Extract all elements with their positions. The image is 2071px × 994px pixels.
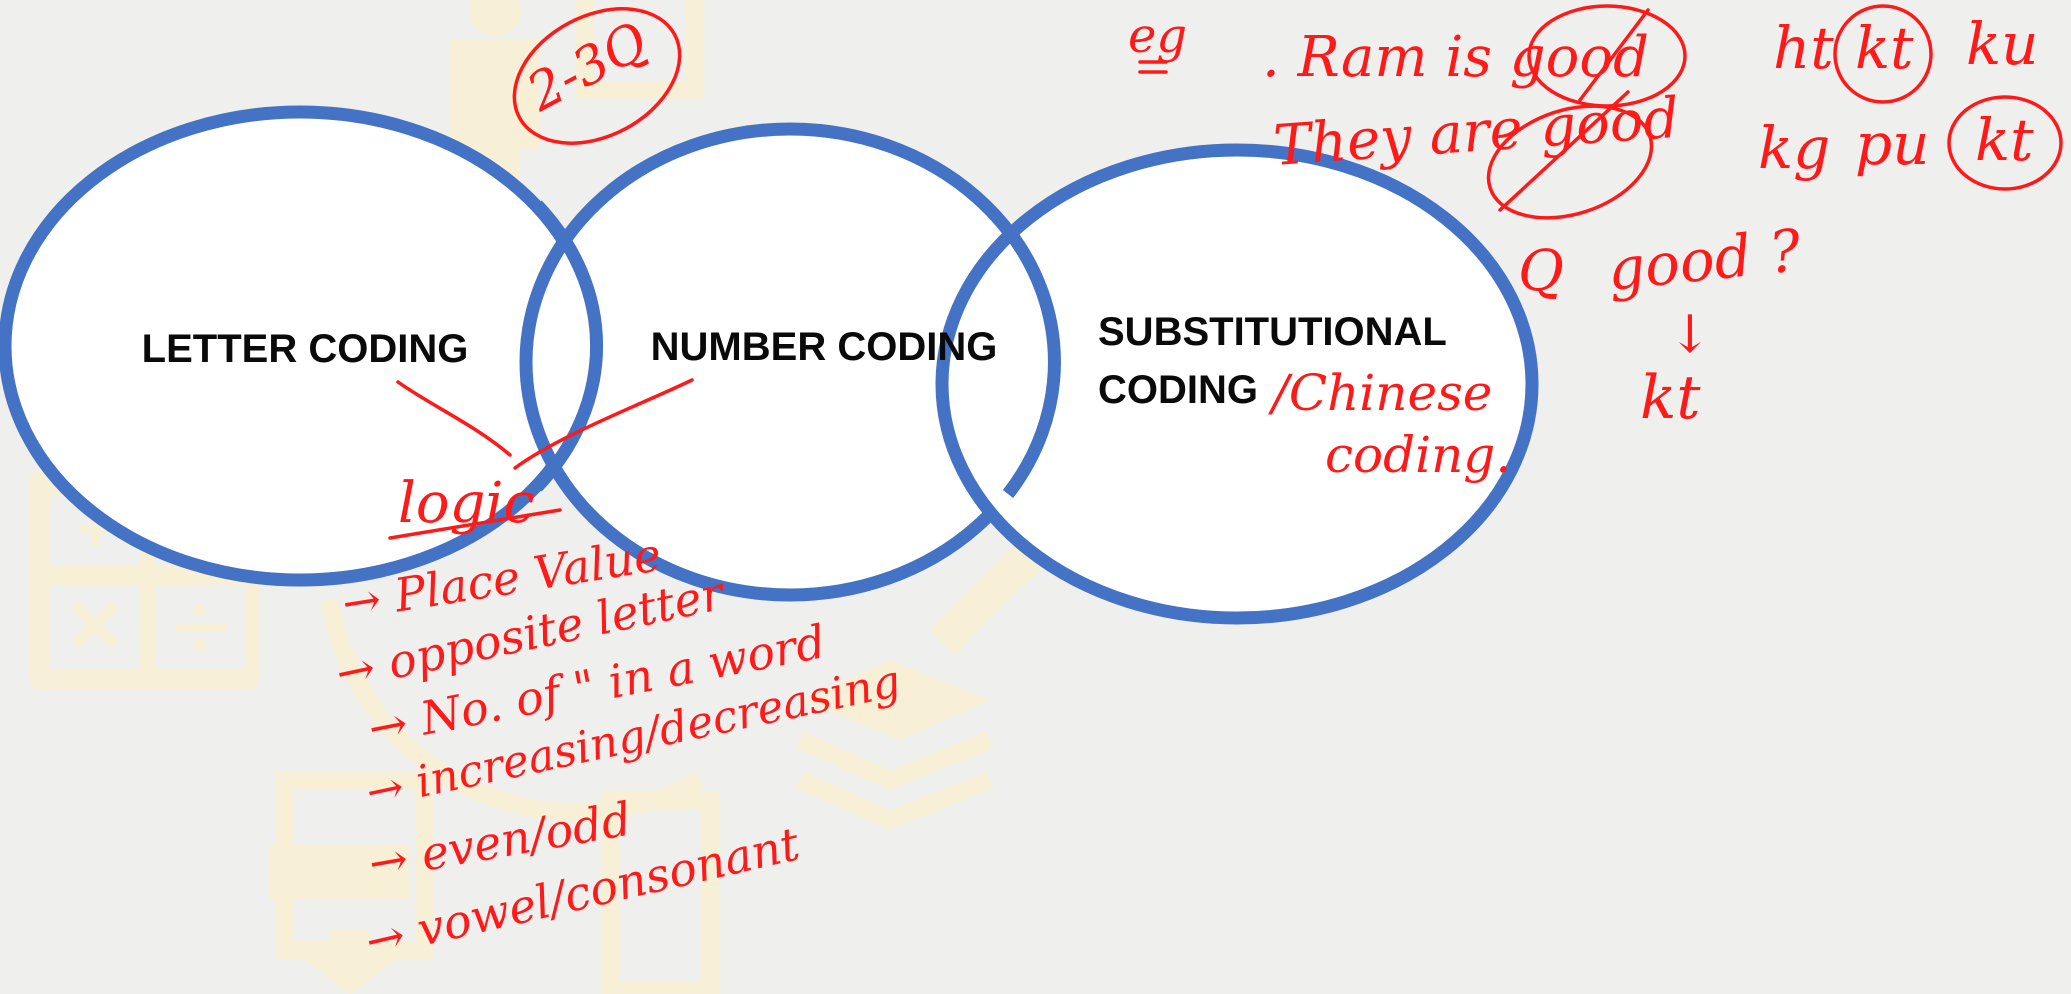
- code-line-2-c: kt: [1975, 106, 2034, 174]
- chinese-coding-line2: coding.: [1325, 426, 1511, 484]
- code-line-1-b: kt: [1855, 14, 1914, 82]
- count-note-circle: [512, 7, 682, 145]
- good-strike-1: [1578, 8, 1650, 102]
- kt-circle-2: [1947, 95, 2063, 191]
- letter-to-logic-line: [396, 380, 512, 457]
- substitutional-label-line2: CODING: [1098, 368, 1258, 412]
- substitutional-label-line1: SUBSTITUTIONAL: [1098, 310, 1447, 354]
- code-line-1-c: ku: [1966, 10, 2039, 78]
- answer-text: kt: [1640, 363, 1701, 433]
- circles-group: [0, 105, 1539, 625]
- answer-arrow: ↓: [1668, 305, 1712, 365]
- number-circle-overlap-arc: [1002, 226, 1061, 498]
- example-marker-underline: [1138, 60, 1168, 74]
- code-line-2-b: pu: [1855, 110, 1929, 178]
- good-circle-2: [1486, 104, 1654, 220]
- logic-underline: [388, 508, 562, 540]
- letter-coding-label: LETTER CODING: [142, 327, 469, 371]
- letter-circle-overlap-arc: [532, 200, 603, 492]
- books-icon: [796, 660, 994, 830]
- code-line-2-a: kg: [1758, 114, 1830, 182]
- pdf-download-icon: [270, 771, 719, 994]
- question-text: good ?: [1604, 216, 1805, 304]
- kt-circle-1: [1833, 4, 1933, 104]
- chinese-coding-line1: /Chinese: [1268, 364, 1492, 422]
- number-to-logic-line: [513, 378, 694, 470]
- number-coding-label: NUMBER CODING: [651, 325, 998, 369]
- question-marker: Q: [1518, 239, 1564, 304]
- substitutional-coding-circle: [935, 143, 1539, 625]
- example-line-1: . Ram is good: [1262, 25, 1649, 90]
- code-line-1-a: ht: [1773, 14, 1834, 82]
- example-marker: eg: [1128, 8, 1187, 64]
- good-strike-2: [1498, 90, 1630, 212]
